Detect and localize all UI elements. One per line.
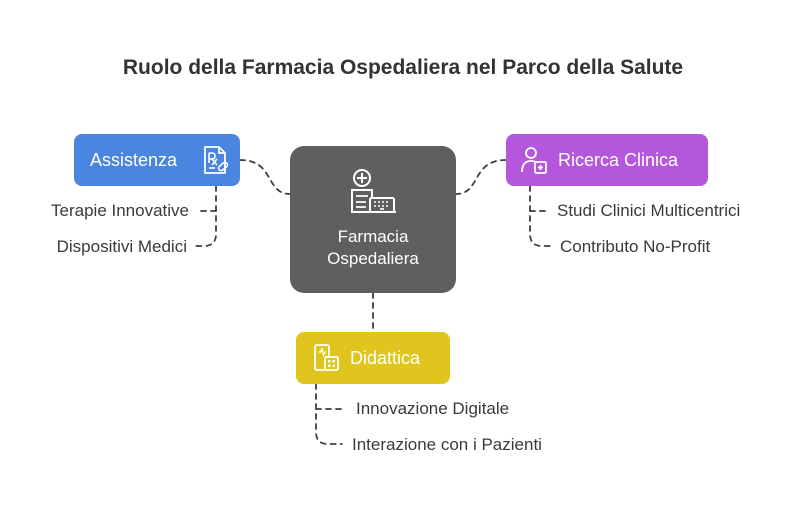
connector-ricerca-center [455,159,507,195]
leaf-terapie-innovative: Terapie Innovative [51,201,189,220]
connector-assistenza-items [195,185,217,247]
leaf-dispositivi-medici: Dispositivi Medici [56,237,187,256]
leaf-interazione-pazienti: Interazione con i Pazienti [352,435,542,454]
node-farmacia-ospedaliera-label: Farmacia Ospedaliera [327,227,419,268]
diagram-title: Ruolo della Farmacia Ospedaliera nel Par… [122,56,684,79]
mobile-health-icon [310,342,342,374]
doctor-medical-icon [518,144,550,176]
leaf-contributo-no-profit: Contributo No-Profit [560,237,711,256]
prescription-icon [199,144,231,176]
node-didattica-label: Didattica [350,347,421,368]
node-assistenza-label: Assistenza [90,149,178,170]
node-farmacia-ospedaliera[interactable]: Farmacia Ospedaliera [290,146,456,293]
node-ricerca-clinica-label: Ricerca Clinica [558,149,679,170]
hospital-building-icon [346,166,400,220]
node-didattica[interactable]: Didattica [296,332,450,384]
connector-assistenza-center [239,159,291,195]
leaf-innovazione-digitale: Innovazione Digitale [356,399,510,418]
leaf-studi-clinici-multicentrici: Studi Clinici Multicentrici [557,201,741,220]
connector-ricerca-items [529,185,551,247]
node-ricerca-clinica[interactable]: Ricerca Clinica [506,134,708,186]
connector-didattica-items [315,383,343,445]
node-assistenza[interactable]: Assistenza [74,134,240,186]
